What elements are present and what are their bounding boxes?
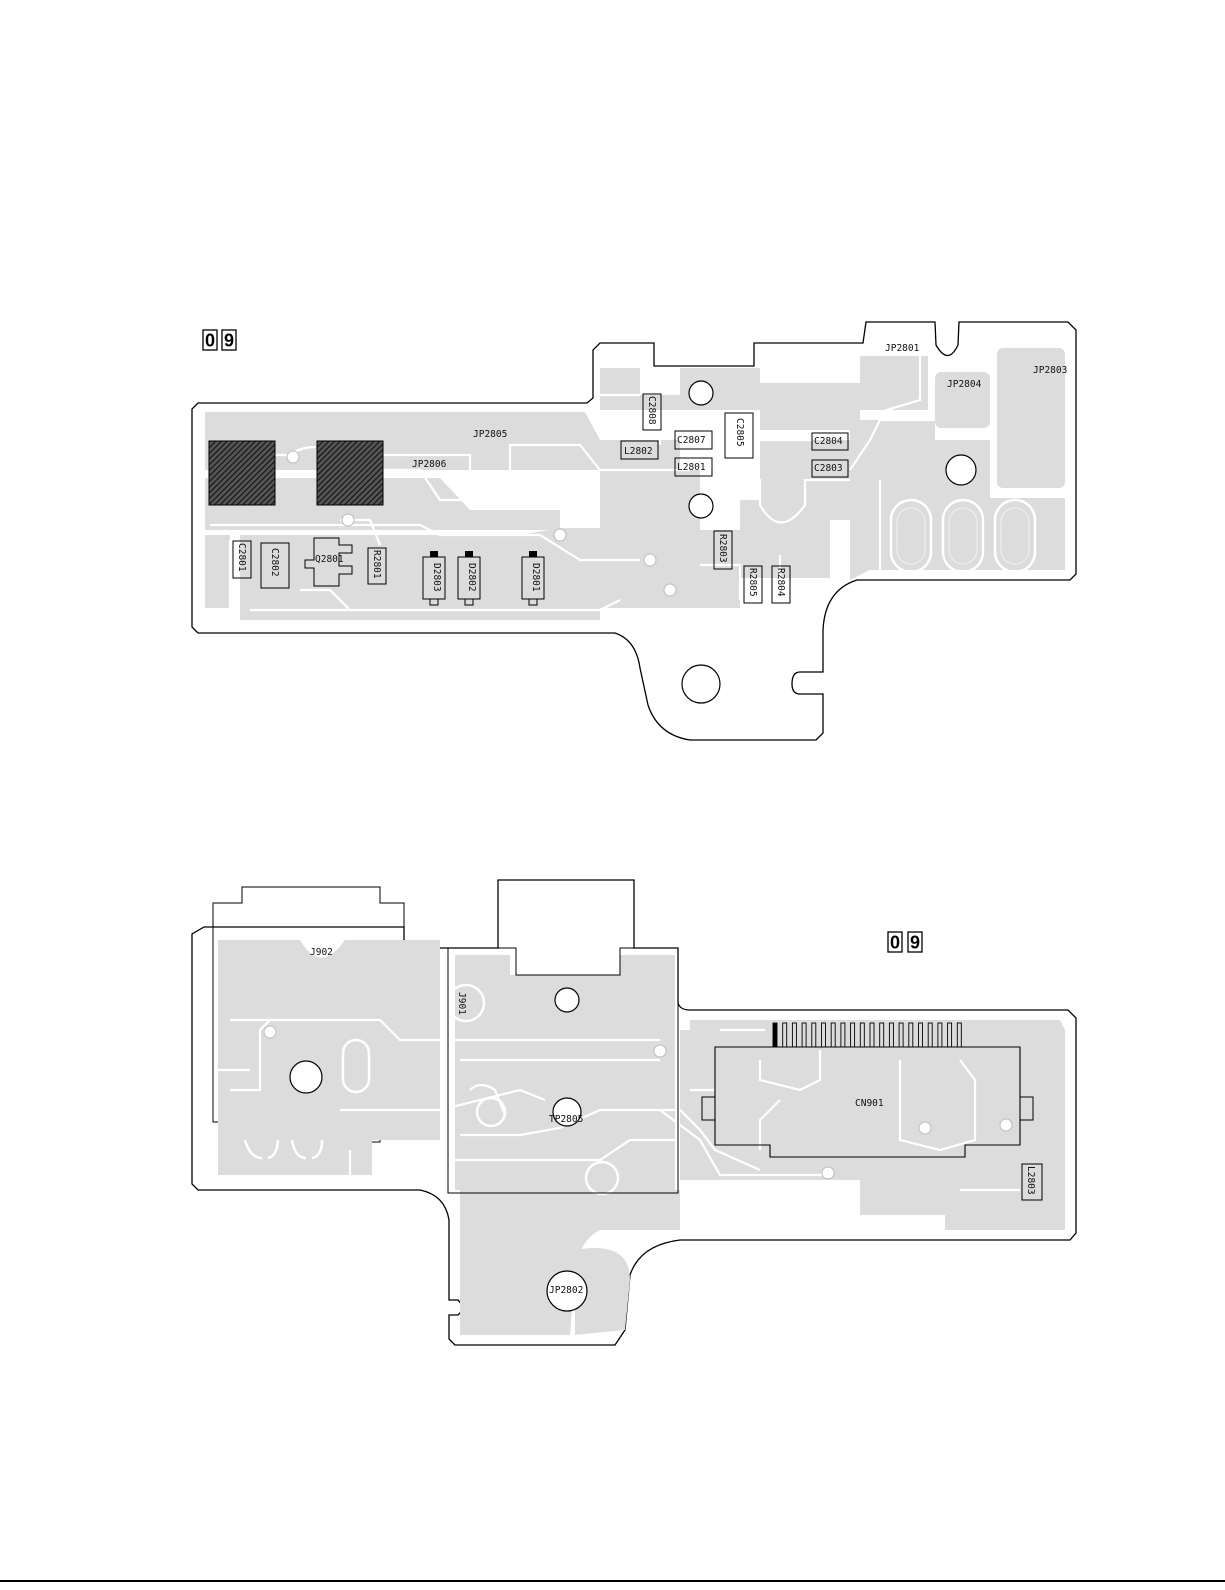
label-l2801: L2801 xyxy=(677,462,706,473)
board-id-badge-bottom: 0 9 xyxy=(888,932,922,953)
cn901-pin xyxy=(773,1023,777,1047)
label-c2804: C2804 xyxy=(814,436,843,447)
label-j901: J901 xyxy=(456,992,467,1015)
label-jp2802: JP2802 xyxy=(549,1285,583,1296)
label-r2805: R2805 xyxy=(747,568,758,597)
label-j902: J902 xyxy=(310,947,333,958)
label-c2802: C2802 xyxy=(269,548,280,577)
label-l2803: L2803 xyxy=(1025,1166,1036,1195)
label-jp2805: JP2805 xyxy=(473,429,507,440)
label-tp2805: TP2805 xyxy=(549,1114,583,1125)
badge-digit-0: 0 xyxy=(205,331,215,351)
bottom-board: 0 9 xyxy=(192,880,1076,1345)
board-id-badge-top: 0 9 xyxy=(203,330,236,351)
hatched-pad-right xyxy=(317,441,383,505)
bottom-copper-pours xyxy=(218,940,1065,1335)
label-q2801: Q2801 xyxy=(315,554,344,565)
label-c2808: C2808 xyxy=(646,396,657,425)
label-jp2806: JP2806 xyxy=(412,459,447,470)
label-jp2804: JP2804 xyxy=(947,379,982,390)
label-d2802: D2802 xyxy=(466,563,477,592)
hatched-pad-left xyxy=(209,441,275,505)
label-d2803: D2803 xyxy=(431,563,442,592)
badge-digit-9: 9 xyxy=(224,331,234,351)
badge-digit-0: 0 xyxy=(890,933,900,953)
label-c2801: C2801 xyxy=(236,543,247,572)
page-bottom-rule xyxy=(0,1580,1225,1582)
label-c2805: C2805 xyxy=(734,418,745,447)
label-cn901: CN901 xyxy=(855,1098,884,1109)
label-l2802: L2802 xyxy=(624,446,653,457)
label-c2803: C2803 xyxy=(814,463,843,474)
label-c2807: C2807 xyxy=(677,435,706,446)
top-board: 0 9 xyxy=(192,322,1076,740)
badge-digit-9: 9 xyxy=(910,933,920,953)
label-jp2801: JP2801 xyxy=(885,343,920,354)
label-d2801: D2801 xyxy=(530,563,541,592)
label-r2804: R2804 xyxy=(775,568,786,597)
label-jp2803: JP2803 xyxy=(1033,365,1067,376)
label-r2801: R2801 xyxy=(371,550,382,579)
label-r2803: R2803 xyxy=(717,534,728,563)
